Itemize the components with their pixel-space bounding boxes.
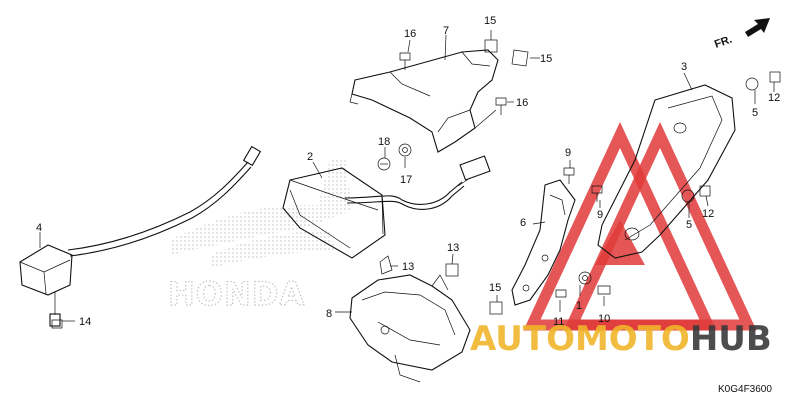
watermark-text: AUTOMOTOHUB <box>470 319 772 359</box>
callout-6: 6 <box>520 217 526 229</box>
leader-lines <box>39 30 775 322</box>
callout-13b: 13 <box>447 242 459 254</box>
callout-15a: 15 <box>484 15 496 27</box>
hardware <box>51 39 781 329</box>
callout-2: 2 <box>307 151 313 163</box>
watermark-text-part1: AUTOMOTO <box>470 319 690 359</box>
callout-17: 17 <box>400 174 412 186</box>
callout-1: 1 <box>576 300 582 312</box>
callout-12b: 12 <box>702 208 714 220</box>
callout-16a: 16 <box>404 28 416 40</box>
part-4-sensor <box>19 145 262 327</box>
part-6-bracket <box>511 179 576 306</box>
callout-15b: 15 <box>540 53 552 65</box>
diagram-code: K0G4F3600 <box>718 384 772 395</box>
callout-3: 3 <box>681 61 687 73</box>
watermark-text-part2: HUB <box>690 319 772 359</box>
callout-10: 10 <box>598 313 610 325</box>
svg-text:AUTOMOTOHUB: AUTOMOTOHUB <box>470 319 772 359</box>
honda-logo-text: HONDA <box>168 275 305 313</box>
front-arrow-icon <box>745 18 770 37</box>
callout-18: 18 <box>378 136 390 148</box>
callout-4: 4 <box>36 222 42 234</box>
callout-7: 7 <box>443 25 449 37</box>
callout-labels: 1 2 3 4 5 5 6 7 8 9 9 10 11 12 12 13 13 … <box>36 15 780 328</box>
callout-5a: 5 <box>752 107 758 119</box>
front-label: FR. <box>713 33 734 50</box>
callout-12a: 12 <box>768 92 780 104</box>
callout-11: 11 <box>553 316 564 328</box>
callout-9a: 9 <box>565 147 571 159</box>
part-8-housing <box>349 274 471 383</box>
part-3-stay <box>597 84 736 259</box>
callout-13a: 13 <box>402 261 414 273</box>
front-direction-indicator: FR. <box>713 18 770 51</box>
callout-15c: 15 <box>489 282 501 294</box>
honda-wing-watermark: HONDA <box>167 158 352 314</box>
callout-16b: 16 <box>516 97 528 109</box>
callout-9b: 9 <box>597 209 603 221</box>
part-7-cover <box>349 49 499 153</box>
part-2-tail-light <box>282 155 491 259</box>
callout-8: 8 <box>326 308 332 320</box>
watermark-logo <box>523 121 757 331</box>
callout-14: 14 <box>79 316 91 328</box>
callout-5b: 5 <box>686 219 692 231</box>
